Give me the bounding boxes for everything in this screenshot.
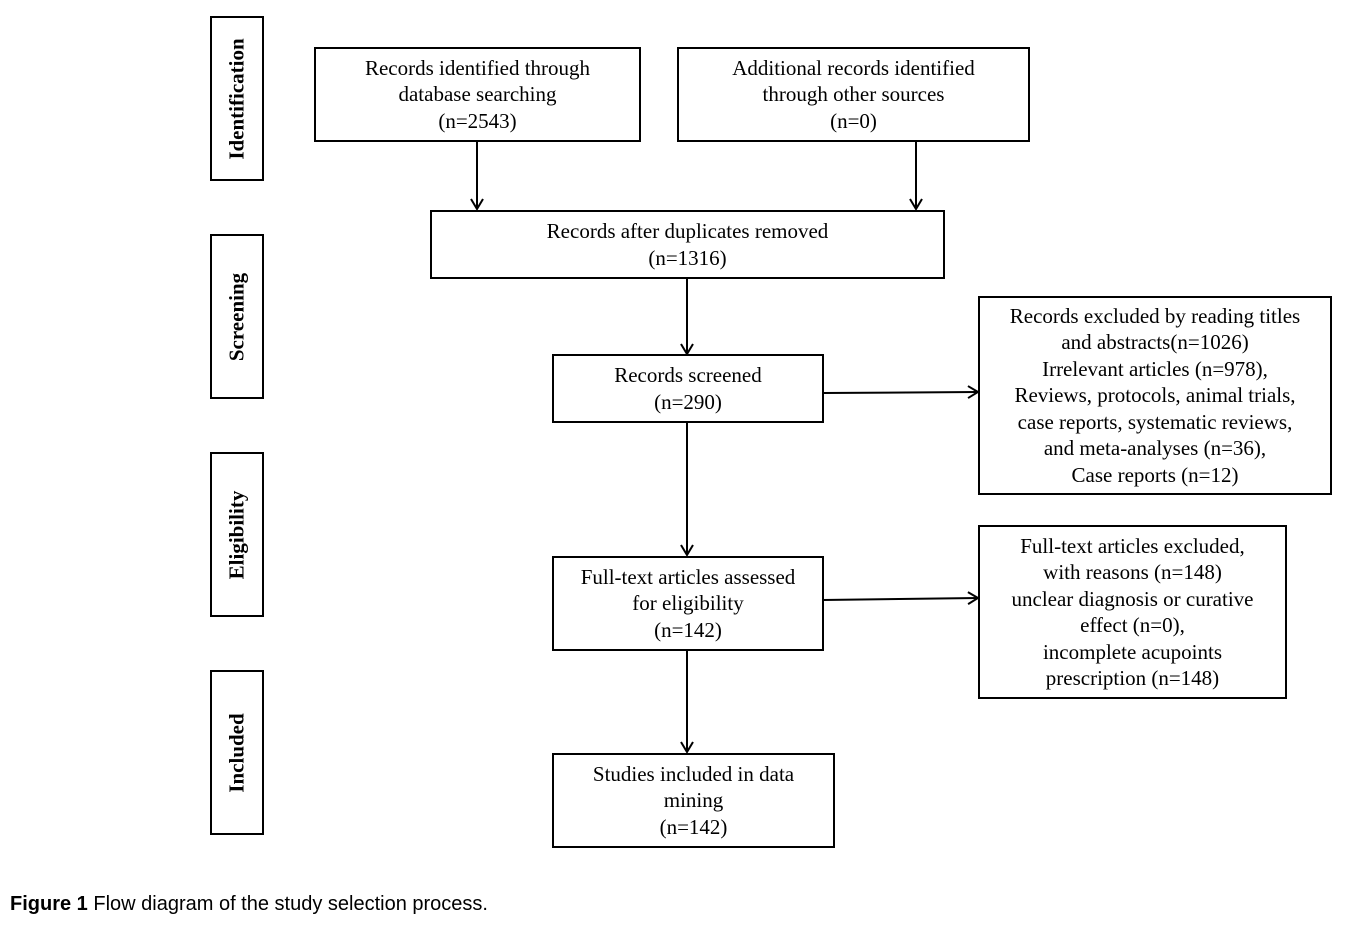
- box-line: Case reports (n=12): [1071, 462, 1239, 487]
- box-line: Records screened: [614, 363, 762, 387]
- arrow-screened-to-excluded: [822, 392, 978, 393]
- stage-eligibility: Eligibility: [210, 452, 264, 617]
- box-line: (n=142): [659, 814, 728, 839]
- box-records-screened: Records screened (n=290): [552, 354, 824, 423]
- box-records-excluded: Records excluded by reading titles and a…: [978, 296, 1332, 495]
- box-line: with reasons (n=148): [1043, 560, 1222, 584]
- box-line: mining: [663, 788, 724, 813]
- box-line: and meta-analyses (n=36),: [1043, 436, 1267, 461]
- box-line: (n=1316): [648, 245, 727, 270]
- box-line: database searching: [398, 82, 557, 107]
- box-database-search: Records identified through database sear…: [314, 47, 641, 142]
- box-line: (n=0): [830, 108, 877, 133]
- box-line: prescription (n=148): [1045, 666, 1220, 690]
- box-fulltext-excluded: Full-text articles excluded, with reason…: [978, 525, 1287, 699]
- box-line: Reviews, protocols, animal trials,: [1014, 383, 1296, 408]
- box-line: for eligibility: [632, 591, 744, 616]
- box-line: unclear diagnosis or curative: [1011, 586, 1254, 611]
- box-fulltext-assessed: Full-text articles assessed for eligibil…: [552, 556, 824, 651]
- box-line: incomplete acupoints: [1042, 639, 1223, 664]
- box-line: Records excluded by reading titles: [1009, 303, 1301, 328]
- box-studies-included: Studies included in data mining (n=142): [552, 753, 835, 848]
- figure-caption-text: Flow diagram of the study selection proc…: [87, 893, 488, 915]
- stage-included: Included: [210, 670, 264, 835]
- box-line: Records identified through: [364, 55, 591, 80]
- box-line: Studies included in data: [592, 761, 795, 786]
- box-duplicates-removed: Records after duplicates removed (n=1316…: [430, 210, 945, 279]
- box-line: Records after duplicates removed: [546, 219, 829, 243]
- box-line: Additional records identified: [732, 55, 975, 80]
- box-line: (n=290): [654, 389, 722, 414]
- box-line: (n=142): [654, 617, 722, 642]
- box-line: Full-text articles assessed: [580, 564, 796, 589]
- figure-caption-label: Figure 1: [10, 893, 88, 915]
- figure-caption: Figure 1 Flow diagram of the study selec…: [10, 893, 488, 916]
- stage-identification: Identification: [210, 16, 264, 181]
- box-line: effect (n=0),: [1080, 613, 1185, 637]
- box-line: and abstracts(n=1026): [1061, 330, 1249, 355]
- box-line: (n=2543): [438, 108, 517, 133]
- box-line: Irrelevant articles (n=978),: [1042, 356, 1268, 381]
- arrow-fulltext-to-excluded: [822, 598, 978, 600]
- box-line: case reports, systematic reviews,: [1017, 409, 1293, 434]
- box-other-sources: Additional records identified through ot…: [677, 47, 1030, 142]
- box-line: Full-text articles excluded,: [1020, 533, 1245, 558]
- stage-screening: Screening: [210, 234, 264, 399]
- box-line: through other sources: [762, 82, 945, 107]
